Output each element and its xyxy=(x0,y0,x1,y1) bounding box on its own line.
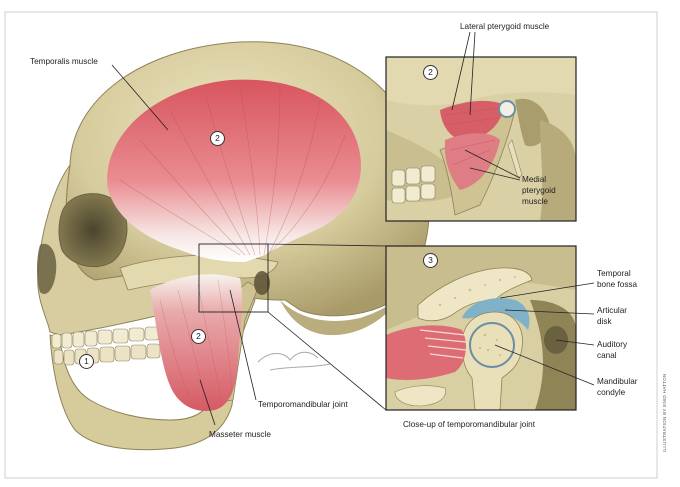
label-medial-pterygoid-line3: muscle xyxy=(522,197,548,206)
label-auditory-canal-line1: Auditory xyxy=(597,340,628,349)
frame xyxy=(4,11,658,479)
label-mandibular-condyle-line1: Mandibular xyxy=(597,377,638,386)
badge-teeth: 1 xyxy=(79,354,94,369)
label-articular-disk-line1: Articular xyxy=(597,306,628,315)
badge-inset-pterygoid: 2 xyxy=(423,65,438,80)
label-masseter-muscle: Masseter muscle xyxy=(209,430,271,439)
tmj-highlight-box xyxy=(198,243,269,313)
inset-tmj xyxy=(386,246,576,410)
temporalis-muscle xyxy=(107,79,361,262)
label-lateral-pterygoid: Lateral pterygoid muscle xyxy=(460,22,550,31)
label-temporal-fossa-line2: bone fossa xyxy=(597,280,638,289)
label-mandibular-condyle-line2: condyle xyxy=(597,388,626,397)
label-temporal-fossa-line1: Temporal xyxy=(597,269,631,278)
inset-tmj-frame xyxy=(385,245,577,411)
badge-masseter: 2 xyxy=(191,329,206,344)
inset-pterygoid xyxy=(386,57,576,221)
label-temporomandibular-joint: Temporomandibular joint xyxy=(258,400,348,409)
badge-inset-tmj: 3 xyxy=(423,253,438,268)
label-closeup-caption: Close-up of temporomandibular joint xyxy=(403,420,535,429)
label-medial-pterygoid-line2: pterygoid xyxy=(522,186,556,195)
signature xyxy=(257,351,331,371)
badge-temporalis: 2 xyxy=(210,131,225,146)
label-medial-pterygoid-line1: Medial xyxy=(522,175,547,184)
label-auditory-canal-line2: canal xyxy=(597,351,617,360)
label-articular-disk-line2: disk xyxy=(597,317,612,326)
illustration-credit: ILLUSTRATION BY ENID HATTON xyxy=(662,373,667,452)
label-temporalis-muscle: Temporalis muscle xyxy=(30,57,98,66)
inset-pterygoid-frame xyxy=(385,56,577,222)
